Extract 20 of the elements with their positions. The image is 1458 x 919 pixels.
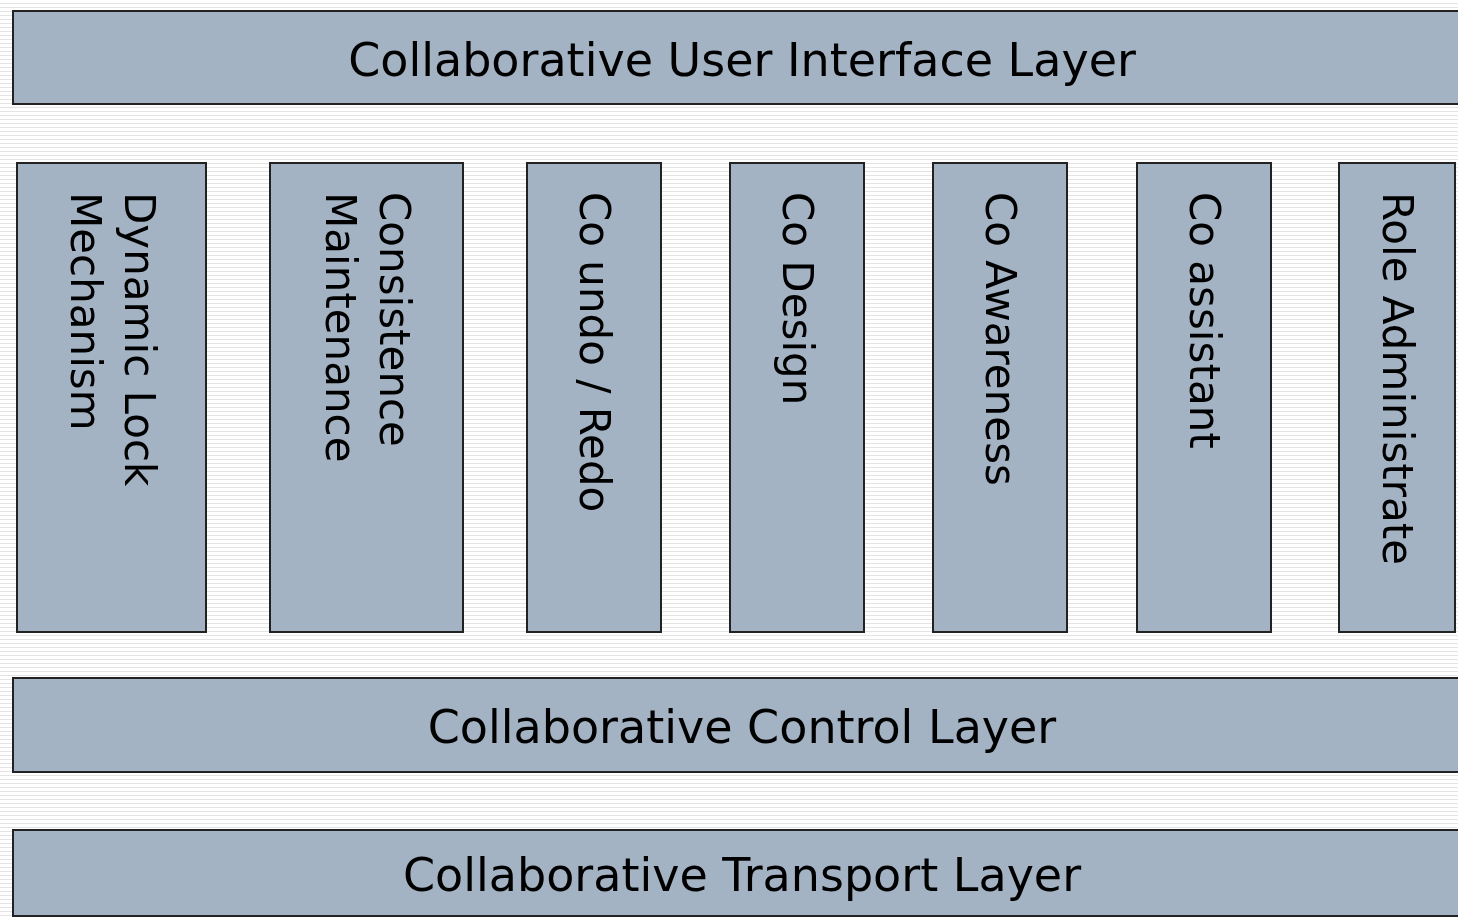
layer-band [12, 10, 1458, 105]
module-box [526, 162, 662, 633]
module-box [1338, 162, 1456, 633]
module-label: Role Administrate [1372, 192, 1424, 566]
layer-label: Collaborative Transport Layer [402, 847, 1082, 902]
layer-label: Collaborative User Interface Layer [348, 31, 1136, 87]
module-box [729, 162, 865, 633]
module-box [932, 162, 1068, 633]
layer-band [12, 677, 1458, 773]
module-box [16, 162, 207, 633]
module-label: Co assistant [1179, 192, 1231, 449]
module-label: Co undo / Redo [569, 192, 621, 513]
module-label: Co Awareness [975, 192, 1027, 486]
layer-band [12, 829, 1458, 917]
layer-label: Collaborative Control Layer [427, 699, 1057, 754]
module-box [269, 162, 464, 633]
module-label: Co Design [772, 192, 824, 406]
module-label: Consistence Maintenance [314, 192, 421, 465]
module-label: Dynamic Lock Mechanism [59, 192, 166, 489]
module-box [1136, 162, 1272, 633]
